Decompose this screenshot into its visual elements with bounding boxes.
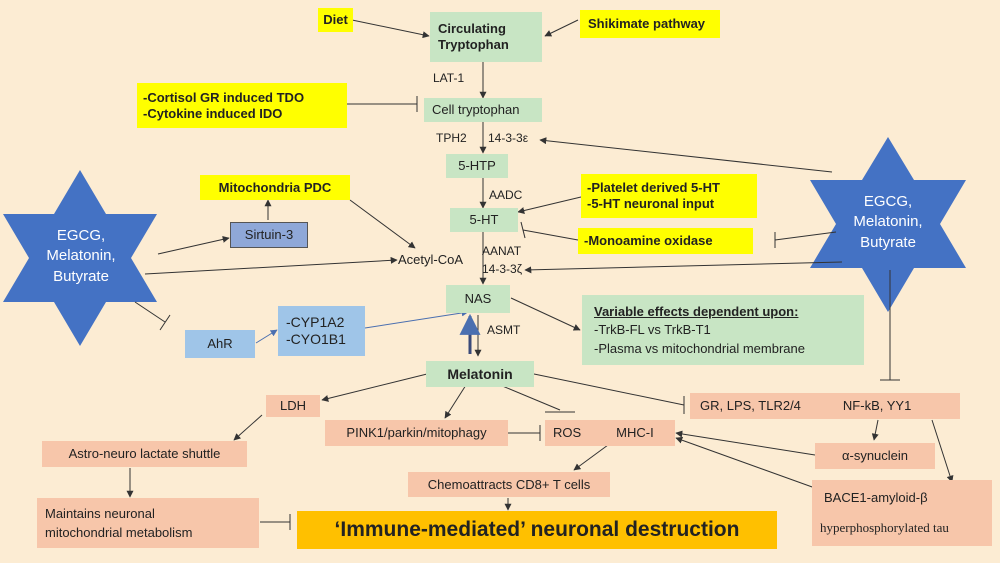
cell-trp-label: Cell tryptophan: [432, 102, 520, 118]
circ-trp-line: Tryptophan: [438, 37, 509, 52]
variable-item: -Plasma vs mitochondrial membrane: [594, 340, 805, 356]
ros-mhc-box: ROS MHC-I: [545, 420, 675, 446]
aanat-label: AANAT: [482, 244, 522, 258]
nas-box: NAS: [446, 285, 510, 313]
ahr-label: AhR: [207, 336, 233, 352]
platelet-label: -Platelet derived 5-HT: [587, 180, 720, 196]
maintains-box: Maintains neuronal mitochondrial metabol…: [37, 498, 259, 548]
ahr-box: AhR: [185, 330, 255, 358]
cyp1a2-label: -CYP1A2: [286, 314, 345, 331]
14-3-3z-label: 14-3-3ζ: [482, 262, 522, 276]
right-star-shape: [810, 137, 966, 312]
gr-nfkb-box: GR, LPS, TLR2/4 NF-kB, YY1: [690, 393, 960, 419]
variable-effects-box: Variable effects dependent upon: -TrkB-F…: [582, 295, 864, 365]
mito-pdc-label: Mitochondria PDC: [218, 179, 332, 195]
asmt-label: ASMT: [487, 323, 521, 337]
cyp-box: -CYP1A2 -CYO1B1: [278, 306, 365, 356]
cortisol-label: -Cortisol GR induced TDO: [143, 89, 305, 105]
14-3-3e-label: 14-3-3ε: [488, 131, 529, 145]
cyo1b1-label: -CYO1B1: [286, 331, 346, 347]
ros-label: ROS: [553, 425, 582, 441]
left-star-line: Butyrate: [53, 267, 109, 285]
nas-label: NAS: [464, 291, 492, 307]
left-star-line: Melatonin,: [46, 247, 116, 265]
synuclein-label: α-synuclein: [841, 448, 909, 464]
mito-pdc-box: Mitochondria PDC: [200, 175, 350, 200]
variable-title: Variable effects dependent upon:: [594, 303, 799, 319]
astro-box: Astro-neuro lactate shuttle: [42, 441, 247, 467]
right-star-line: Butyrate: [860, 233, 916, 251]
tph2-label: TPH2: [436, 131, 467, 145]
left-star-line: EGCG,: [56, 227, 106, 244]
shikimate-box: Shikimate pathway: [580, 10, 720, 38]
diet-label: Diet: [323, 12, 348, 28]
right-star-line: Melatonin,: [853, 213, 923, 231]
circulating-tryptophan-box: Circulating Tryptophan: [430, 12, 542, 62]
immune-destruction-box: ‘Immune-mediated’ neuronal destruction: [297, 511, 777, 549]
neuronal-input-label: -5-HT neuronal input: [587, 196, 715, 211]
maintains-line: mitochondrial metabolism: [45, 524, 193, 540]
ldh-label: LDH: [279, 398, 306, 414]
lat1-label: LAT-1: [433, 71, 465, 85]
bace-tau-box: BACE1-amyloid-β hyperphosphorylated tau: [812, 480, 992, 546]
tau-label: hyperphosphorylated tau: [820, 520, 949, 535]
synuclein-box: α-synuclein: [815, 443, 935, 469]
maintains-line: Maintains neuronal: [45, 505, 155, 521]
mhc-label: MHC-I: [616, 425, 654, 441]
acetyl-coa-label: Acetyl-CoA: [398, 252, 464, 267]
melatonin-box: Melatonin: [426, 361, 534, 387]
bace-label: BACE1-amyloid-β: [824, 490, 928, 506]
sirtuin-box: Sirtuin-3: [230, 222, 308, 248]
aadc-label: AADC: [489, 188, 523, 202]
astro-label: Astro-neuro lactate shuttle: [68, 446, 221, 462]
right-star-text: EGCG, Melatonin, Butyrate: [845, 192, 931, 253]
nfkb-label: NF-kB, YY1: [842, 398, 912, 414]
left-star-shape: [3, 170, 157, 346]
sirtuin-label: Sirtuin-3: [244, 227, 294, 243]
circ-trp-line: Circulating: [438, 21, 506, 37]
cortisol-cytokine-box: -Cortisol GR induced TDO -Cytokine induc…: [137, 83, 347, 128]
5ht-box: 5-HT: [450, 208, 518, 232]
mao-label: -Monoamine oxidase: [584, 233, 713, 249]
ldh-box: LDH: [266, 395, 320, 417]
5htp-box: 5-HTP: [446, 154, 508, 178]
right-star-line: EGCG,: [863, 193, 913, 210]
melatonin-label: Melatonin: [447, 365, 513, 382]
variable-item: -TrkB-FL vs TrkB-T1: [594, 322, 711, 338]
chemo-label: Chemoattracts CD8+ T cells: [427, 476, 591, 492]
platelet-box: -Platelet derived 5-HT -5-HT neuronal in…: [581, 174, 757, 218]
gr-lps-label: GR, LPS, TLR2/4: [700, 398, 801, 414]
5ht-label: 5-HT: [469, 212, 499, 228]
immune-label: ‘Immune-mediated’ neuronal destruction: [334, 518, 740, 542]
cell-tryptophan-box: Cell tryptophan: [424, 98, 542, 122]
diet-box: Diet: [318, 8, 353, 32]
pink1-box: PINK1/parkin/mitophagy: [325, 420, 508, 446]
shikimate-label: Shikimate pathway: [588, 16, 706, 32]
pink1-label: PINK1/parkin/mitophagy: [346, 425, 487, 441]
chemo-box: Chemoattracts CD8+ T cells: [408, 472, 610, 497]
cytokine-label: -Cytokine induced IDO: [143, 105, 283, 121]
left-star-text: EGCG, Melatonin, Butyrate: [40, 226, 122, 287]
mao-box: -Monoamine oxidase: [578, 228, 753, 254]
5htp-label: 5-HTP: [458, 158, 496, 174]
